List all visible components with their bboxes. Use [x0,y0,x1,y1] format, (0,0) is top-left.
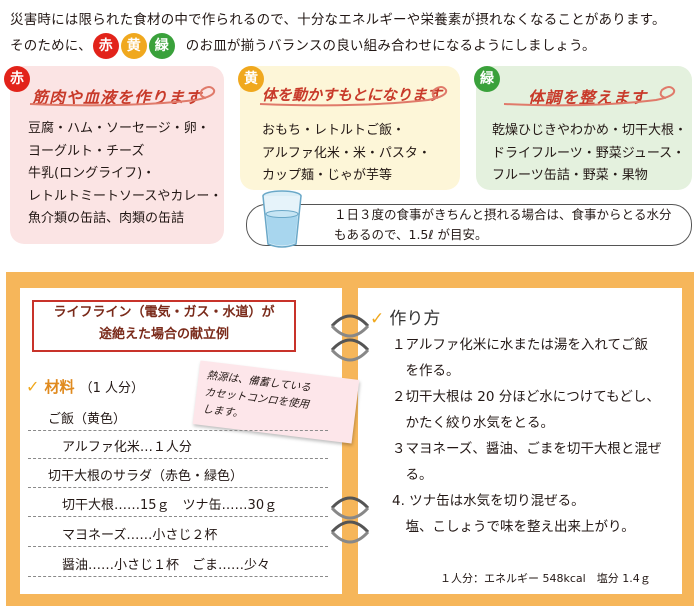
method-step: ２切干大根は 20 分ほど水につけてもどし、 [392,389,660,405]
method-step: １アルファ化米に水または湯を入れてご飯 [392,337,648,353]
binder-rings [330,314,370,544]
intro-line-1: 災害時には限られた食材の中で作られるので、十分なエネルギーや栄養素が摂れなくなる… [10,12,666,28]
red-item: 牛乳(ロングライフ)・ [28,166,156,181]
green-group-box [476,66,692,190]
yellow-item: おもち・レトルトご飯・ [262,123,406,138]
yellow-item: カップ麺・じゃが芋等 [262,168,393,183]
method-step: ３マヨネーズ、醤油、ごまを切干大根と混ぜ [392,441,662,457]
yellow-group-badge: 黄 [238,66,264,92]
red-group-badge: 赤 [4,66,30,92]
yellow-group-heading: 体を動かすもとになります [262,86,442,104]
checkmark-icon: ✓ [26,377,40,396]
intro-line-2-prefix: そのために、 [10,38,92,54]
red-group-box [10,66,224,244]
materials-heading: ✓ 材料 （1 人分） [26,376,144,397]
ingredient-divider [28,546,328,547]
red-group-items: 豆腐・ハム・ソーセージ・卵・ ヨーグルト・チーズ 牛乳(ロングライフ)・ レトル… [28,118,222,231]
red-item: 豆腐・ハム・ソーセージ・卵・ [28,121,210,136]
green-swirl-underline [503,86,676,107]
red-dot: 赤 [92,33,119,59]
recipe-left-card [20,288,342,594]
red-item: ヨーグルト・チーズ [28,143,145,159]
method-step: 4. ツナ缶は水気を切り混ぜる。 [392,493,585,509]
ingredient-line: 切干大根のサラダ（赤色・緑色） [48,469,244,484]
ingredient-line: 醤油……小さじ１杯 ごま……少々 [62,558,271,573]
water-glass-icon [262,190,302,248]
ingredient-divider [28,487,328,488]
green-group-items: 乾燥ひじきやわかめ・切干大根・ ドライフルーツ・野菜ジュース・ フルーツ缶詰・野… [492,120,687,188]
materials-label: 材料 [44,378,75,396]
nutrition-info: １人分：エネルギー 548kcal 塩分 1.4ｇ [440,572,651,585]
ingredient-line: ご飯（黄色） [48,412,127,427]
ingredient-divider [28,516,328,517]
red-item: 魚介類の缶詰、肉類の缶詰 [28,211,185,226]
red-swirl-underline [29,86,216,107]
method-heading: ✓ 作り方 [370,304,440,329]
recipe-right-card [358,288,682,594]
method-step: を作る。 [392,363,460,379]
intro-line-2-suffix: のお皿が揃うバランスの良い組み合わせになるようにしましょう。 [185,38,596,54]
ingredient-divider [28,458,328,459]
water-note-text: １日３度の食事がきちんと摂れる場合は、食事からとる水分 もあるので、1.5ℓ が… [334,205,672,245]
checkmark-icon: ✓ [370,309,385,329]
red-item: レトルトミートソースやカレー・ [28,188,223,204]
ingredient-divider [28,576,328,577]
green-group-badge: 緑 [474,66,500,92]
yellow-group-box [240,66,460,190]
ingredient-line: アルファ化米…１人分 [62,440,192,455]
yellow-dot: 黄 [120,33,147,59]
water-note-box [246,204,692,246]
method-label: 作り方 [389,309,441,329]
water-note-line-2: もあるので、1.5ℓ が目安。 [334,227,488,242]
intro-line-2: そのために、赤黄緑のお皿が揃うバランスの良い組み合わせになるようにしましょう。 [10,33,596,59]
method-step: 塩、こしょうで味を整え出来上がり。 [392,519,635,535]
yellow-item: アルファ化米・米・パスタ・ [262,145,431,161]
yellow-swirl-underline [259,86,448,107]
recipe-title-line-1: ライフライン（電気・ガス・水道）が [53,305,275,320]
method-steps: １アルファ化米に水または湯を入れてご飯 を作る。 ２切干大根は 20 分ほど水に… [392,332,661,540]
green-group-heading: 体調を整えます [528,88,648,107]
ingredient-divider [28,430,328,431]
green-item: 乾燥ひじきやわかめ・切干大根・ [492,123,688,138]
green-item: フルーツ缶詰・野菜・果物 [492,168,648,183]
green-dot: 緑 [148,33,175,59]
green-item: ドライフルーツ・野菜ジュース・ [492,145,686,161]
recipe-title-box: ライフライン（電気・ガス・水道）が 途絶えた場合の献立例 [32,300,296,352]
red-group-heading: 筋肉や血液を作ります [32,88,203,107]
ingredient-line: 切干大根……15ｇ ツナ缶……30ｇ [62,498,278,513]
ingredient-line: マヨネーズ……小さじ２杯 [62,528,218,543]
method-step: る。 [392,467,433,483]
method-step: かたく絞り水気をとる。 [392,415,554,431]
recipe-title-line-2: 途絶えた場合の献立例 [98,327,229,342]
servings-label: （1 人分） [79,381,145,396]
yellow-group-items: おもち・レトルトご飯・ アルファ化米・米・パスタ・ カップ麺・じゃが芋等 [262,120,431,188]
water-note-line-1: １日３度の食事がきちんと摂れる場合は、食事からとる水分 [334,207,672,222]
